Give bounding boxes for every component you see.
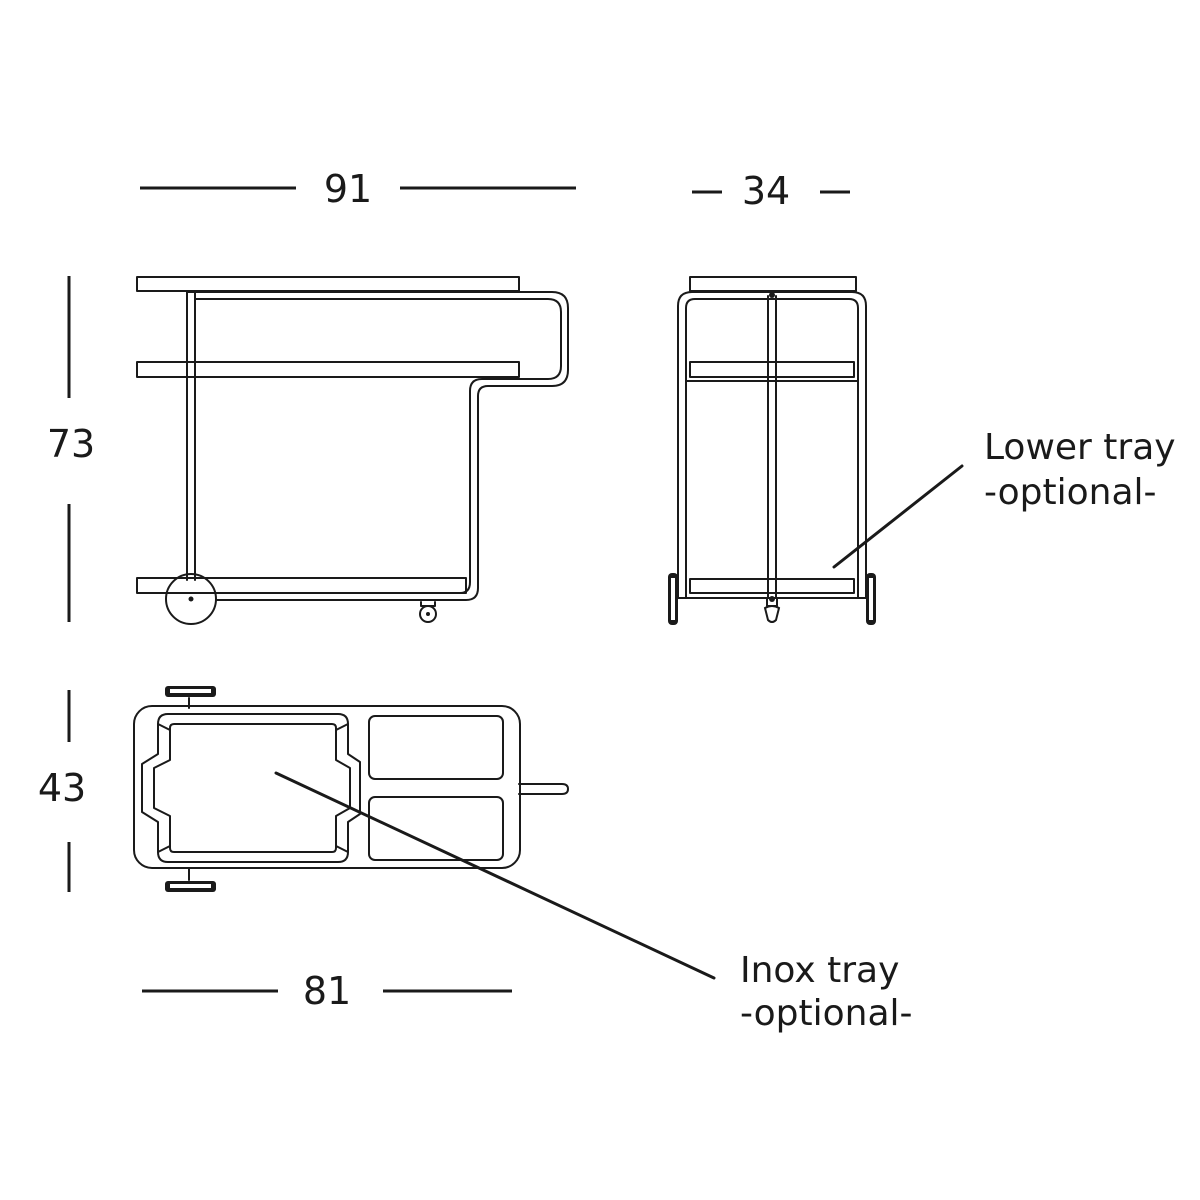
side-middle-tray (689, 361, 855, 378)
side-center-rivet (769, 292, 775, 298)
side-caster-rivet (769, 596, 775, 602)
wheel-hub (188, 596, 194, 602)
lower-tray-label: Lower tray (984, 427, 1176, 468)
dimension-label-top-length: 81 (303, 969, 351, 1013)
dimension-top-depth: 43 (38, 690, 86, 892)
side-wheel-right-highlight (869, 578, 873, 620)
dimension-label-front-width: 91 (324, 167, 372, 211)
large-wheel (165, 573, 217, 625)
inox-tray-corner-tl (157, 723, 171, 731)
compartment-lower (368, 796, 504, 861)
callout-lower-tray: Lower tray -optional- (832, 427, 1176, 569)
side-frame-outer (677, 291, 867, 599)
middle-tray (136, 361, 520, 378)
side-wheel-left-highlight (671, 578, 675, 620)
side-frame-inner (685, 298, 859, 599)
bent-tube-frame-outer (186, 291, 569, 601)
leader-line-inox-tray (274, 771, 716, 980)
inox-tray-inner (153, 723, 351, 853)
lower-tray-note: -optional- (984, 472, 1157, 513)
caster-hub (426, 612, 430, 616)
top-view (133, 686, 569, 892)
dimension-side-depth: 34 (692, 169, 850, 213)
dimension-label-top-depth: 43 (38, 766, 86, 810)
top-wheel-lower-highlight (170, 884, 211, 888)
leader-line-lower-tray (832, 464, 964, 569)
inox-tray-corner-bl (157, 845, 171, 853)
front-view (136, 276, 569, 625)
top-tray (136, 276, 520, 292)
top-outline (133, 705, 521, 869)
side-top-tray (689, 276, 857, 292)
inox-tray-outer (141, 713, 361, 863)
dimension-front-width: 91 (140, 167, 576, 211)
inox-tray-note: -optional- (740, 993, 913, 1034)
callout-inox-tray: Inox tray -optional- (274, 771, 913, 1034)
side-lower-tray (689, 578, 855, 594)
compartment-upper (368, 715, 504, 780)
bent-tube-frame-inner (194, 298, 562, 594)
top-wheel-upper-highlight (170, 689, 211, 693)
inox-tray-corner-br (335, 845, 349, 853)
side-caster-wheel (763, 605, 781, 623)
side-view (668, 276, 876, 625)
dimension-height: 73 (47, 276, 95, 622)
inox-tray-corner-tr (335, 723, 349, 731)
dimension-label-side-depth: 34 (742, 169, 790, 213)
dimension-label-height: 73 (47, 422, 95, 466)
inox-tray-label: Inox tray (740, 950, 899, 991)
dimension-top-length: 81 (142, 969, 512, 1013)
top-handle (518, 783, 569, 795)
caster-wheel (419, 605, 437, 623)
